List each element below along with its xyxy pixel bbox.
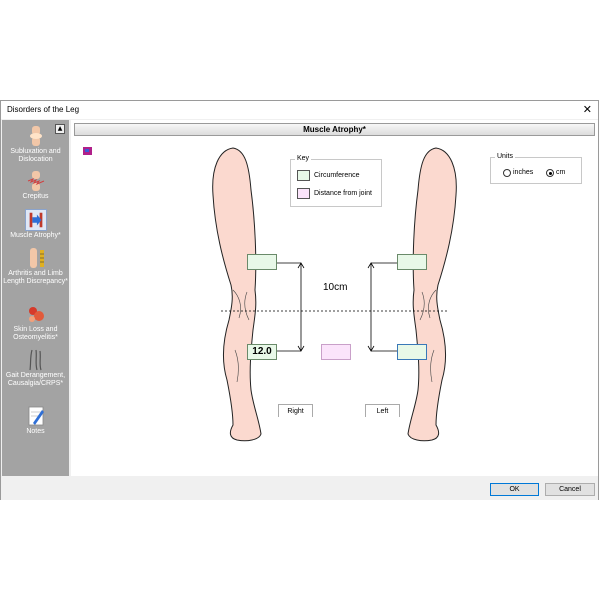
sidebar-item-subluxation[interactable]: Subluxation and Dislocation (2, 125, 69, 164)
sidebar-item-label: Arthritis and Limb Length Discrepancy* (3, 270, 68, 285)
sidebar-item-skin-loss[interactable]: Skin Loss and Osteomyelitis* (2, 303, 69, 342)
close-icon[interactable]: ✕ (582, 103, 592, 116)
tab-right[interactable]: Right (278, 404, 313, 417)
radio-label-inches: inches (513, 169, 534, 176)
units-group: Units inches cm (490, 153, 582, 184)
radio-inches[interactable] (503, 169, 511, 177)
section-title: Muscle Atrophy* (74, 123, 595, 136)
radio-cm[interactable] (546, 169, 554, 177)
tab-left[interactable]: Left (365, 404, 400, 417)
muscle-atrophy-icon (24, 209, 47, 231)
sidebar-item-arthritis[interactable]: Arthritis and Limb Length Discrepancy* (2, 247, 69, 286)
legs-diagram (212, 147, 457, 442)
sidebar-item-muscle-atrophy[interactable]: Muscle Atrophy* (2, 209, 69, 240)
title-bar: Disorders of the Leg ✕ (1, 101, 598, 119)
sidebar-item-label: Gait Derangement, Causalgia/CRPS* (5, 372, 66, 387)
key-legend: Key Circumference Distance from joint (290, 155, 382, 207)
dimension-label: 10cm (323, 282, 348, 293)
right-lower-circumference-field[interactable]: 12.0 (247, 344, 277, 360)
key-title: Key (295, 155, 312, 162)
radio-label-cm: cm (556, 169, 566, 176)
sidebar-item-crepitus[interactable]: Crepitus (2, 170, 69, 201)
body-diagram-icon[interactable] (83, 147, 92, 155)
scroll-up-button[interactable]: ▲ (55, 124, 65, 134)
key-label-circumference: Circumference (314, 172, 360, 179)
key-label-distance: Distance from joint (314, 190, 372, 197)
notes-icon (28, 406, 44, 426)
dialog-footer: OK Cancel (1, 476, 598, 500)
sidebar-item-label: Notes (26, 428, 45, 435)
skin-loss-icon (28, 307, 44, 322)
sidebar-item-label: Crepitus (22, 193, 49, 200)
sidebar: ▲ Subluxation and Dislocation Crepitus (2, 120, 69, 476)
sidebar-item-notes[interactable]: Notes (2, 405, 69, 436)
dialog-window: Disorders of the Leg ✕ ▲ Subluxation and… (0, 100, 599, 500)
cancel-button[interactable]: Cancel (545, 483, 595, 496)
dimension-lines (221, 262, 449, 352)
right-upper-circumference-field[interactable] (247, 254, 277, 270)
window-title: Disorders of the Leg (7, 105, 80, 114)
sidebar-item-label: Muscle Atrophy* (10, 232, 61, 239)
right-leg (212, 147, 262, 442)
left-upper-circumference-field[interactable] (397, 254, 427, 270)
circumference-swatch (297, 170, 310, 181)
left-lower-circumference-field[interactable] (397, 344, 427, 360)
ok-button[interactable]: OK (490, 483, 539, 496)
sidebar-item-label: Subluxation and Dislocation (10, 148, 61, 163)
knee-joint-icon (29, 126, 42, 146)
gait-icon (28, 349, 42, 371)
left-leg (407, 147, 457, 442)
distance-swatch (297, 188, 310, 199)
distance-from-joint-field[interactable] (321, 344, 351, 360)
crepitus-icon (27, 171, 44, 191)
limb-length-icon (29, 248, 44, 268)
sidebar-item-label: Skin Loss and Osteomyelitis* (13, 326, 58, 341)
content-panel: Muscle Atrophy* (71, 120, 598, 476)
units-title: Units (495, 153, 515, 160)
sidebar-item-gait[interactable]: Gait Derangement, Causalgia/CRPS* (2, 349, 69, 388)
